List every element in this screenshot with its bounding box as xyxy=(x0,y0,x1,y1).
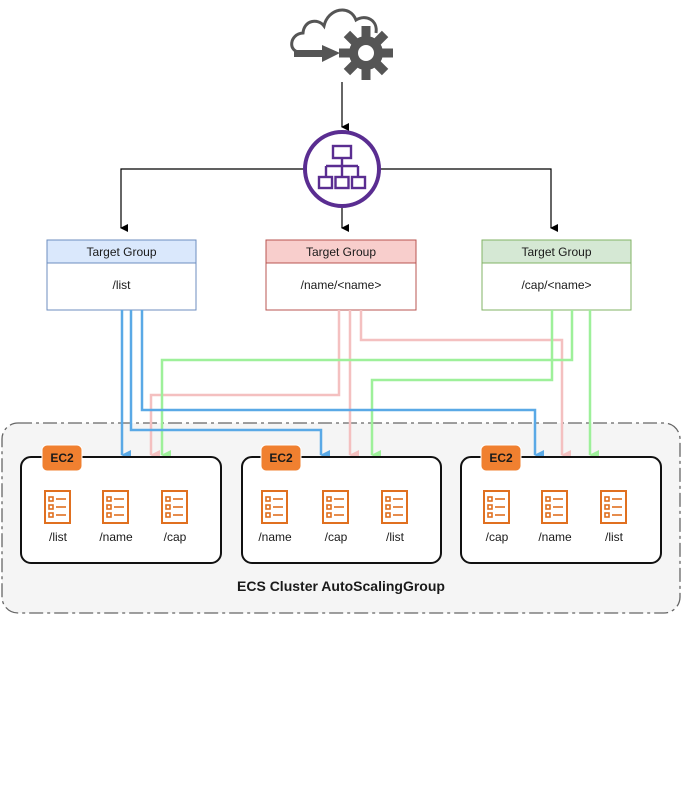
routes-name xyxy=(149,310,571,460)
ec2-badge-label: EC2 xyxy=(50,451,74,465)
service-2-3: /list xyxy=(381,490,408,544)
service-label: /cap xyxy=(486,530,509,544)
service-3-1: /cap xyxy=(483,490,510,544)
ec2-badge-label: EC2 xyxy=(489,451,513,465)
service-1-2: /name xyxy=(99,490,133,544)
service-label: /cap xyxy=(164,530,187,544)
service-1-3: /cap xyxy=(161,490,188,544)
service-label: /name xyxy=(258,530,292,544)
routes-cap xyxy=(160,310,599,460)
ec2-instance-2: EC2 /name /cap /list xyxy=(241,444,442,564)
service-label: /name xyxy=(538,530,572,544)
target-group-list: Target Group /list xyxy=(46,239,197,311)
routes-list xyxy=(120,310,544,460)
target-group-name: Target Group /name/<name> xyxy=(265,239,417,311)
service-label: /cap xyxy=(325,530,348,544)
target-group-path: /cap/<name> xyxy=(521,278,591,292)
target-group-path: /name/<name> xyxy=(301,278,382,292)
service-2-1: /name xyxy=(258,490,292,544)
target-group-title: Target Group xyxy=(521,245,591,259)
target-group-title: Target Group xyxy=(306,245,376,259)
service-3-2: /name xyxy=(538,490,572,544)
service-3-3: /list xyxy=(600,490,627,544)
service-label: /list xyxy=(386,530,405,544)
cluster-label: ECS Cluster AutoScalingGroup xyxy=(237,578,445,594)
ec2-instance-1: EC2 /list /name /cap xyxy=(20,444,222,564)
target-group-cap: Target Group /cap/<name> xyxy=(481,239,632,311)
ec2-badge xyxy=(260,444,302,472)
cloud-gear-icon xyxy=(290,8,393,80)
service-label: /name xyxy=(99,530,133,544)
service-1-1: /list xyxy=(44,490,71,544)
ec2-badge xyxy=(480,444,522,472)
ec2-badge xyxy=(41,444,83,472)
target-group-path: /list xyxy=(113,278,132,292)
application-load-balancer-icon xyxy=(303,130,381,208)
service-label: /list xyxy=(49,530,68,544)
ec2-instance-3: EC2 /cap /name /list xyxy=(460,444,662,564)
service-label: /list xyxy=(605,530,624,544)
ec2-badge-label: EC2 xyxy=(269,451,293,465)
service-2-2: /cap xyxy=(322,490,349,544)
top-connectors xyxy=(120,82,558,232)
target-group-title: Target Group xyxy=(86,245,156,259)
